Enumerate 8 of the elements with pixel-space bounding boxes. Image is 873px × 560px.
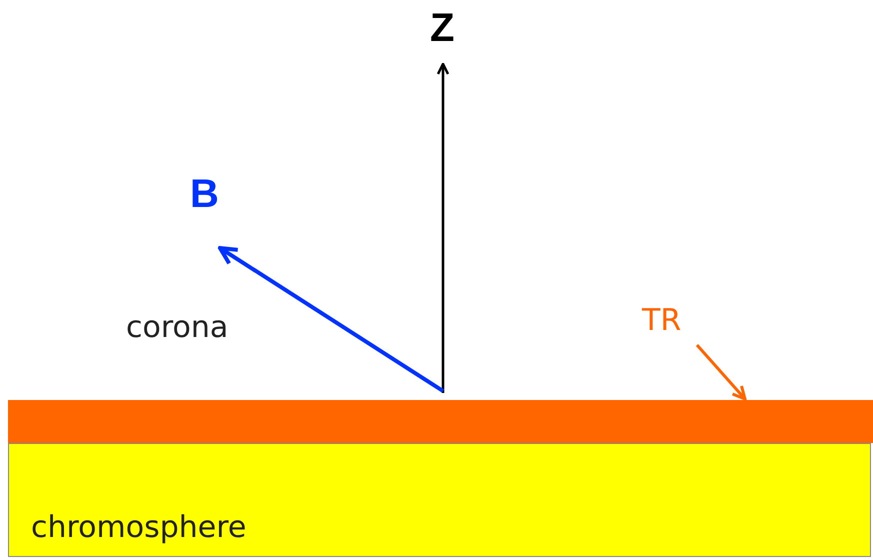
leader-arrow [696, 344, 746, 400]
transition-region-band [8, 400, 873, 443]
region-label: corona [126, 310, 228, 345]
layer-label: TR [642, 303, 682, 338]
axis-label: Z [430, 6, 454, 51]
chromosphere-band [8, 443, 871, 557]
vector-label: B [190, 172, 219, 217]
layer-label: chromosphere [31, 510, 246, 545]
